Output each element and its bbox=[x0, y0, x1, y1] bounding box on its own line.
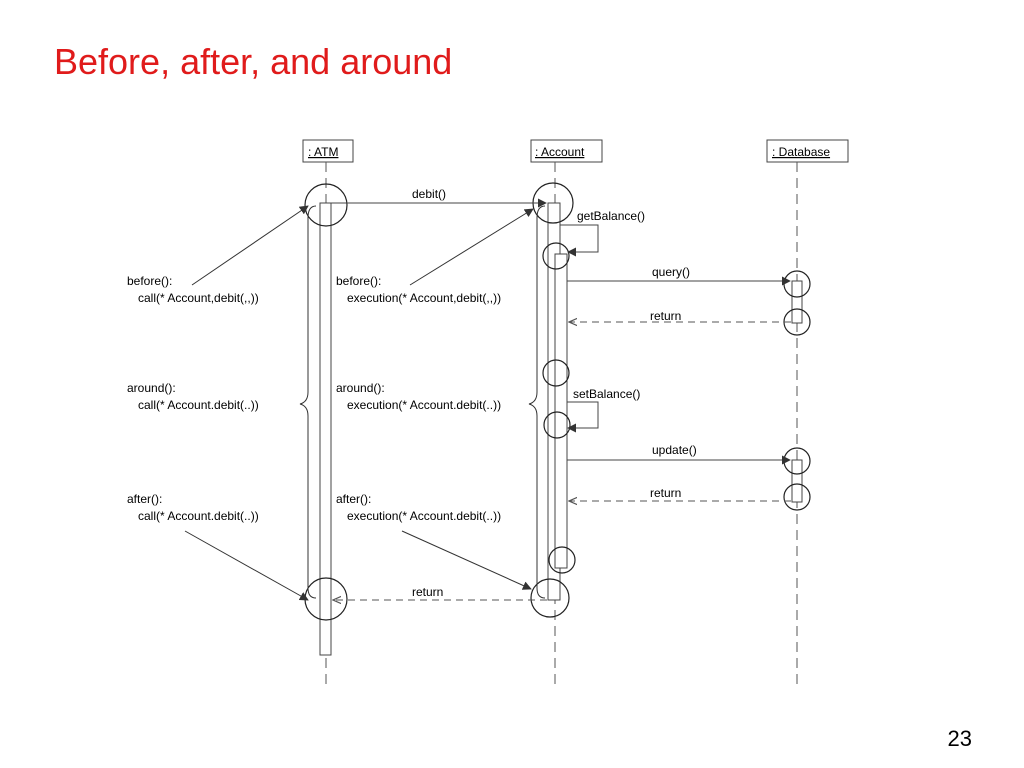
activation-account-nested bbox=[554, 253, 568, 569]
activation-database-query bbox=[791, 280, 803, 324]
annotation-call-before-line1: before(): bbox=[127, 274, 172, 288]
message-setbalance-arrow bbox=[567, 401, 599, 433]
pointer-call-before bbox=[191, 205, 309, 286]
annotation-exec-before-line2: execution(* Account,debit(,,)) bbox=[347, 291, 501, 305]
message-setbalance-label: setBalance() bbox=[573, 387, 640, 401]
activation-atm bbox=[319, 202, 332, 656]
message-getbalance-arrow bbox=[560, 224, 599, 257]
pointer-exec-before bbox=[409, 208, 534, 286]
lifeline-header-database: : Database bbox=[766, 139, 849, 163]
pointer-exec-after bbox=[401, 530, 532, 590]
message-update-return-label: return bbox=[650, 486, 681, 500]
annotation-exec-after-line1: after(): bbox=[336, 492, 371, 506]
message-getbalance-label: getBalance() bbox=[577, 209, 645, 223]
brace-call-around bbox=[299, 205, 317, 599]
brace-exec-around bbox=[528, 205, 546, 599]
joinpoint-update-return bbox=[783, 483, 811, 511]
annotation-call-before-line2: call(* Account,debit(,,)) bbox=[138, 291, 259, 305]
joinpoint-account-exec-end bbox=[530, 578, 570, 618]
lifeline-label-atm: : ATM bbox=[308, 145, 338, 159]
lifeline-label-account: : Account bbox=[535, 145, 585, 159]
slide-title: Before, after, and around bbox=[54, 41, 453, 82]
annotation-call-around-line1: around(): bbox=[127, 381, 176, 395]
lifeline-label-database: : Database bbox=[772, 145, 830, 159]
annotation-exec-around-line1: around(): bbox=[336, 381, 385, 395]
message-query-return-label: return bbox=[650, 309, 681, 323]
annotation-call-after-line2: call(* Account.debit(..)) bbox=[138, 509, 259, 523]
joinpoint-account-exit bbox=[548, 546, 576, 574]
message-update-label: update() bbox=[652, 443, 697, 457]
annotation-exec-before-line1: before(): bbox=[336, 274, 381, 288]
message-final-return-label: return bbox=[412, 585, 443, 599]
annotation-call-around-line2: call(* Account.debit(..)) bbox=[138, 398, 259, 412]
annotation-call-after-line1: after(): bbox=[127, 492, 162, 506]
lifeline-header-account: : Account bbox=[530, 139, 603, 163]
annotation-exec-around-line2: execution(* Account.debit(..)) bbox=[347, 398, 501, 412]
lifeline-header-atm: : ATM bbox=[302, 139, 354, 163]
pointer-call-after bbox=[184, 530, 309, 601]
annotation-exec-after-line2: execution(* Account.debit(..)) bbox=[347, 509, 501, 523]
message-debit-label: debit() bbox=[412, 187, 446, 201]
message-query-label: query() bbox=[652, 265, 690, 279]
joinpoint-account-mid bbox=[542, 359, 570, 387]
activation-database-update bbox=[791, 459, 803, 503]
page-number: 23 bbox=[947, 726, 972, 751]
joinpoint-atm-call-start bbox=[304, 183, 348, 227]
